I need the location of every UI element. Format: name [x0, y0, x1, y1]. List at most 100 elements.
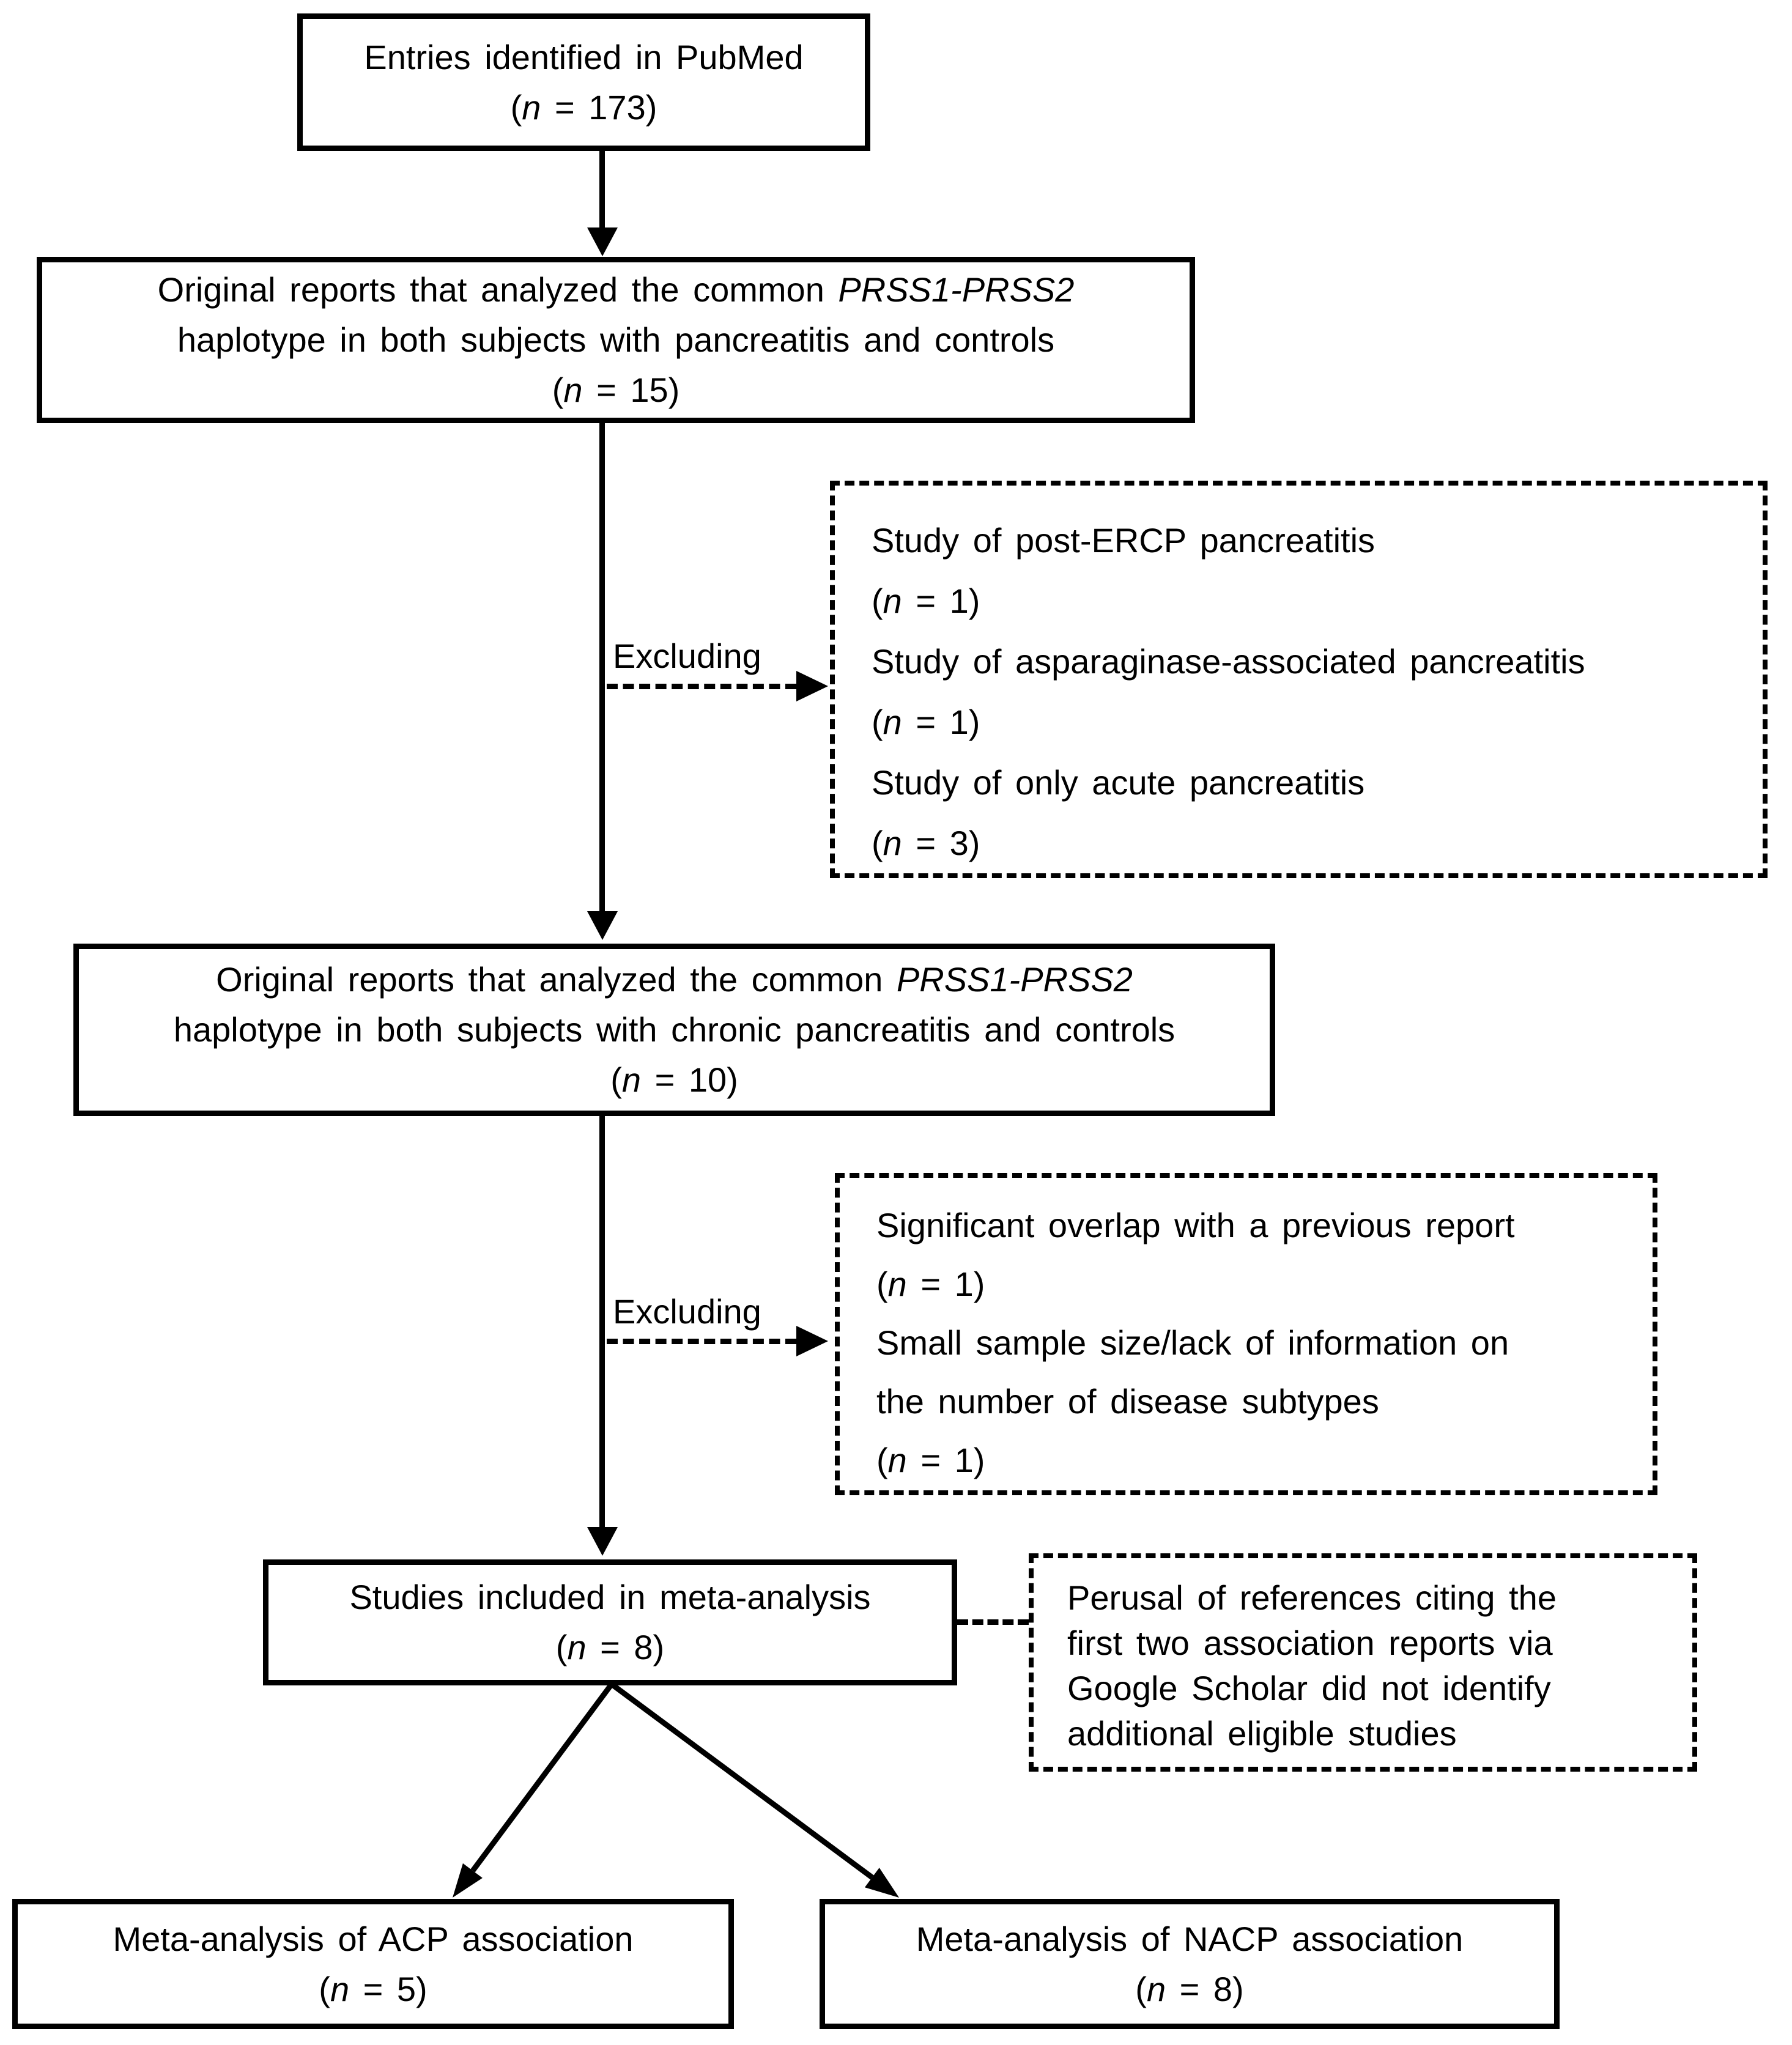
dashed-box-google-scholar-note: Perusal of references citing the first t… — [1029, 1553, 1697, 1772]
box-reports-chronic-pancreatitis: Original reports that analyzed the commo… — [73, 944, 1275, 1116]
arrow-down-2-head — [587, 911, 618, 940]
text-line: first two association reports via — [1067, 1621, 1680, 1666]
box-entries-pubmed: Entries identified in PubMed (n = 173) — [297, 13, 870, 151]
excluding-text: Excluding — [613, 1292, 761, 1331]
text-segment: the number of disease subtypes — [876, 1382, 1379, 1421]
text-segment: = 5) — [349, 1969, 428, 2008]
text-line: Studies included in meta-analysis — [349, 1572, 870, 1622]
arrow-down-1-line — [599, 147, 605, 229]
text-line: (n = 1) — [876, 1255, 1640, 1314]
text-segment: Study of only acute pancreatitis — [872, 763, 1365, 802]
text-segment: ( — [1135, 1969, 1147, 2008]
dashed-box-excluded-non-chronic: Study of post-ERCP pancreatitis (n = 1) … — [830, 481, 1768, 878]
box-meta-analysis-acp: Meta-analysis of ACP association (n = 5) — [12, 1899, 734, 2029]
arrow-to-acp-head — [453, 1863, 483, 1898]
text-line: Significant overlap with a previous repo… — [876, 1196, 1640, 1255]
dashed-connector-line — [957, 1619, 1029, 1625]
text-segment: ( — [872, 582, 883, 620]
dashed-arrow-2-line — [607, 1339, 796, 1344]
text-line: Original reports that analyzed the commo… — [216, 955, 1133, 1005]
text-line: (n = 10) — [610, 1055, 738, 1105]
text-segment-italic: n — [883, 703, 902, 741]
text-segment: = 8) — [1166, 1969, 1244, 2008]
text-segment: = 1) — [906, 1441, 985, 1479]
text-line: (n = 1) — [876, 1431, 1640, 1490]
arrow-to-acp-line — [470, 1683, 614, 1873]
text-segment: Studies included in meta-analysis — [349, 1578, 871, 1616]
text-line: Google Scholar did not identify — [1067, 1666, 1680, 1711]
dashed-arrow-1-line — [607, 684, 796, 689]
text-line: additional eligible studies — [1067, 1711, 1680, 1756]
text-line: Study of asparaginase-associated pancrea… — [872, 631, 1750, 692]
arrow-down-3-head — [587, 1527, 618, 1556]
text-segment: Original reports that analyzed the commo… — [157, 270, 839, 309]
excluding-text: Excluding — [613, 637, 761, 675]
text-segment-italic: n — [621, 1060, 642, 1099]
text-segment: additional eligible studies — [1067, 1714, 1457, 1753]
text-line: (n = 8) — [1135, 1964, 1243, 2014]
text-segment: Meta-analysis of ACP association — [113, 1919, 634, 1958]
text-line: Small sample size/lack of information on — [876, 1314, 1640, 1372]
text-line: (n = 3) — [872, 813, 1750, 873]
text-line: Study of post-ERCP pancreatitis — [872, 510, 1750, 571]
arrow-down-1-head — [587, 227, 618, 256]
text-segment: haplotype in both subjects with chronic … — [173, 1010, 1176, 1049]
text-segment: Perusal of references citing the — [1067, 1578, 1557, 1617]
text-line: (n = 8) — [556, 1622, 664, 1673]
text-line: Perusal of references citing the — [1067, 1575, 1680, 1621]
text-segment-italic: n — [883, 582, 902, 620]
text-segment: ( — [610, 1060, 622, 1099]
text-line: Study of only acute pancreatitis — [872, 752, 1750, 813]
text-segment: ( — [555, 1628, 568, 1666]
text-segment: = 173) — [541, 87, 657, 127]
text-line: (n = 173) — [511, 83, 657, 133]
text-segment: = 15) — [582, 371, 680, 409]
text-segment-italic: PRSS1-PRSS2 — [838, 270, 1075, 309]
text-line: Meta-analysis of NACP association — [916, 1914, 1464, 1964]
arrow-to-nacp-head — [864, 1868, 899, 1898]
text-segment: = 1) — [906, 1265, 985, 1303]
text-segment: Meta-analysis of NACP association — [916, 1919, 1464, 1958]
text-segment: Entries identified in PubMed — [364, 37, 804, 76]
text-segment: ( — [319, 1969, 330, 2008]
text-segment: = 3) — [902, 824, 980, 862]
text-segment-italic: n — [887, 1265, 907, 1303]
text-segment: Significant overlap with a previous repo… — [876, 1206, 1515, 1244]
text-segment: Small sample size/lack of information on — [876, 1323, 1509, 1362]
text-segment: ( — [872, 824, 883, 862]
text-line: Entries identified in PubMed — [364, 32, 803, 83]
excluding-label-2: Excluding — [613, 1292, 761, 1331]
text-segment: ( — [872, 703, 883, 741]
text-segment-italic: n — [567, 1628, 587, 1666]
text-segment: first two association reports via — [1067, 1624, 1553, 1662]
text-segment-italic: n — [330, 1969, 350, 2008]
text-segment-italic: n — [1146, 1969, 1166, 2008]
text-line: (n = 1) — [872, 571, 1750, 631]
text-line: haplotype in both subjects with pancreat… — [177, 315, 1054, 365]
text-segment-italic: n — [887, 1441, 907, 1479]
text-segment: Original reports that analyzed the commo… — [216, 960, 897, 999]
text-line: haplotype in both subjects with chronic … — [174, 1005, 1175, 1055]
text-segment: = 1) — [902, 582, 980, 620]
text-segment: ( — [510, 87, 522, 127]
text-segment-italic: PRSS1-PRSS2 — [896, 960, 1133, 999]
dashed-arrow-2-head — [796, 1326, 828, 1356]
text-segment-italic: n — [883, 824, 902, 862]
text-line: (n = 5) — [319, 1964, 427, 2014]
text-segment: = 1) — [902, 703, 980, 741]
text-segment: haplotype in both subjects with pancreat… — [177, 320, 1055, 359]
text-segment: Google Scholar did not identify — [1067, 1669, 1551, 1707]
dashed-arrow-1-head — [796, 671, 828, 701]
box-meta-analysis-nacp: Meta-analysis of NACP association (n = 8… — [820, 1899, 1560, 2029]
text-segment: Study of asparaginase-associated pancrea… — [872, 642, 1585, 681]
arrow-to-nacp-line — [610, 1683, 874, 1880]
arrow-down-2-line — [599, 422, 605, 911]
text-segment-italic: n — [522, 87, 541, 127]
text-line: (n = 15) — [552, 365, 680, 415]
text-segment-italic: n — [563, 371, 583, 409]
text-line: (n = 1) — [872, 692, 1750, 752]
text-line: Original reports that analyzed the commo… — [158, 265, 1075, 315]
text-segment: ( — [876, 1441, 888, 1479]
text-segment: Study of post-ERCP pancreatitis — [872, 521, 1375, 560]
